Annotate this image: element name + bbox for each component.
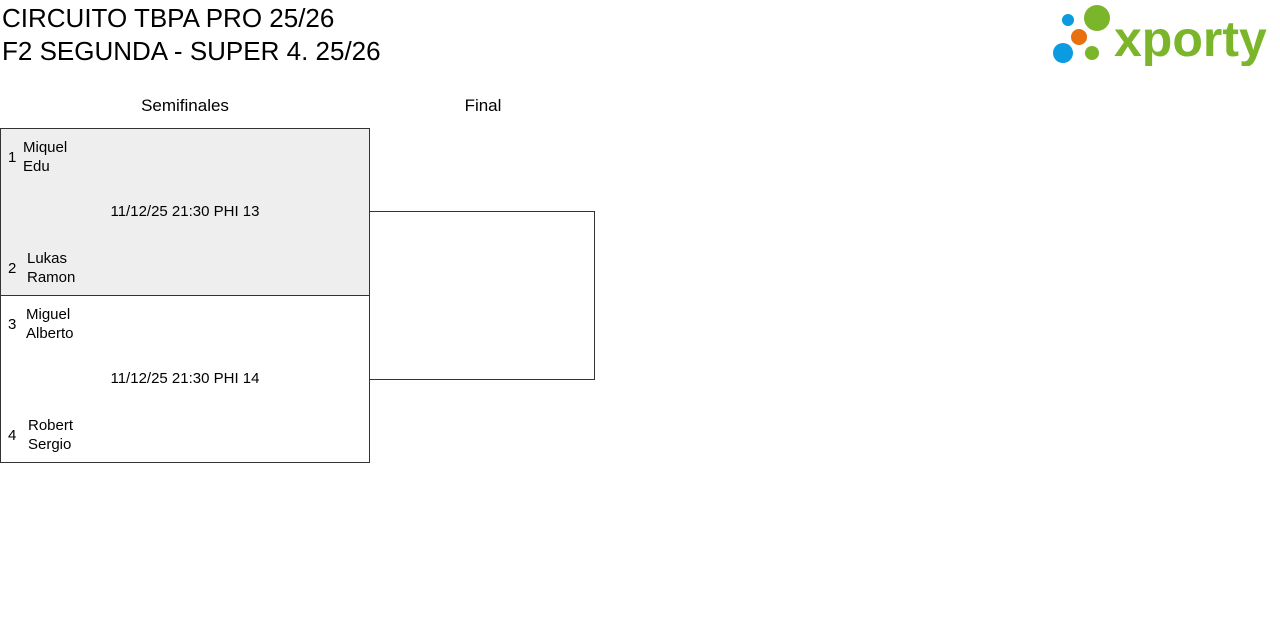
final-bracket-connector: [370, 211, 595, 380]
player-name: Lukas: [27, 250, 68, 267]
tournament-title: CIRCUITO TBPA PRO 25/26: [2, 3, 335, 33]
match-info: 11/12/25 21:30 PHI 14: [110, 370, 260, 387]
player-name: Miquel: [23, 139, 68, 156]
xporty-logo: xporty: [1053, 5, 1267, 66]
player-name: Robert: [28, 417, 74, 434]
team-seed: 1: [8, 149, 17, 166]
player-name: Miguel: [26, 306, 71, 323]
player-name: Sergio: [28, 436, 72, 453]
match-info: 11/12/25 21:30 PHI 13: [110, 203, 260, 220]
team-seed: 4: [8, 427, 17, 444]
team-seed: 3: [8, 316, 17, 333]
player-name: Alberto: [26, 325, 74, 342]
category-title: F2 SEGUNDA - SUPER 4. 25/26: [2, 36, 381, 66]
round-header-semifinales: Semifinales: [141, 96, 229, 115]
player-name: Edu: [23, 158, 50, 175]
team-seed: 2: [8, 260, 17, 277]
round-header-final: Final: [464, 96, 502, 115]
svg-text:xporty: xporty: [1114, 11, 1267, 66]
player-name: Ramon: [27, 269, 76, 286]
